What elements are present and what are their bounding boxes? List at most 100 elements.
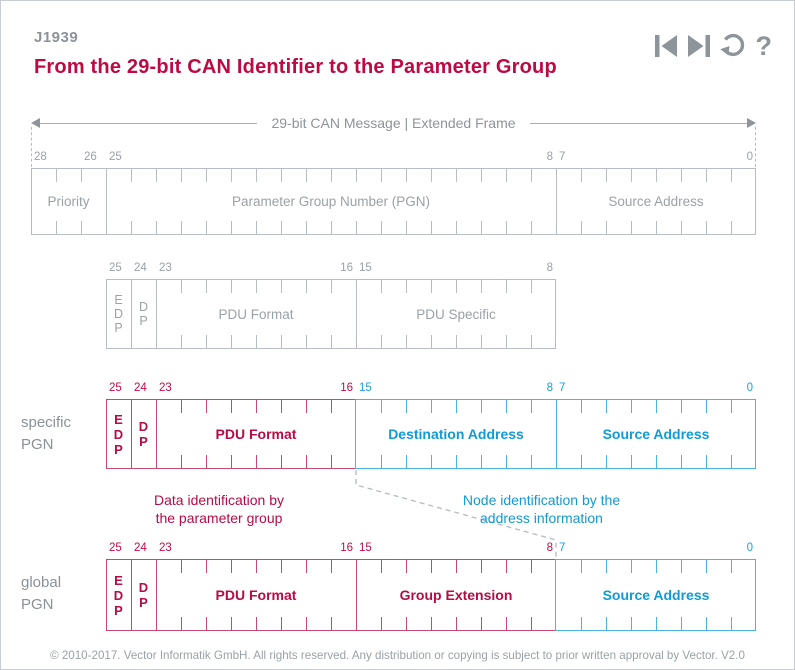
bit-tick [456, 617, 457, 630]
section-divider [131, 560, 132, 630]
section-source-address: Source Address [602, 426, 710, 442]
section-edp: E D P [113, 411, 124, 457]
bit-tick [406, 221, 407, 234]
skip-back-icon[interactable] [654, 34, 678, 57]
row-box-gray [106, 279, 556, 349]
bit-tick [331, 335, 332, 348]
bit-tick [206, 617, 207, 630]
bit-tick [156, 221, 157, 234]
bit-tick [281, 617, 282, 630]
section-dp: D P [138, 300, 149, 328]
bit-tick [456, 335, 457, 348]
bit-label-8: 8 [546, 382, 553, 394]
bit-tick [206, 560, 207, 573]
bit-tick [256, 400, 257, 413]
bit-tick [431, 400, 432, 413]
section-divider [356, 560, 357, 630]
bit-tick [681, 455, 682, 468]
skip-forward-icon[interactable] [687, 34, 711, 57]
bit-width-arrow: 29-bit CAN Message | Extended Frame [31, 113, 757, 133]
bit-label-25: 25 [109, 542, 122, 554]
bit-tick [231, 335, 232, 348]
section-parameter-group-number-pgn: Parameter Group Number (PGN) [231, 194, 431, 209]
section-divider [556, 169, 557, 234]
bit-label-8: 8 [546, 151, 553, 163]
bit-tick [181, 400, 182, 413]
bit-label-23: 23 [159, 262, 172, 274]
bit-tick [706, 455, 707, 468]
bit-label-26: 26 [84, 151, 97, 163]
bit-label-7: 7 [559, 542, 566, 554]
section-divider [356, 280, 357, 348]
bit-label-16: 16 [340, 382, 353, 394]
bit-tick [281, 221, 282, 234]
section-divider [556, 400, 557, 468]
bit-tick [306, 280, 307, 293]
bit-tick [631, 400, 632, 413]
bit-tick [706, 221, 707, 234]
bit-tick [231, 280, 232, 293]
bit-tick [731, 617, 732, 630]
bit-tick [431, 335, 432, 348]
bit-tick [381, 560, 382, 573]
bit-tick [231, 400, 232, 413]
bit-tick [406, 335, 407, 348]
section-edp: E D P [113, 572, 124, 618]
bit-tick [406, 560, 407, 573]
bit-label-15: 15 [359, 262, 372, 274]
section-source-address: Source Address [608, 194, 704, 209]
section-dp: D P [138, 580, 149, 610]
bit-tick [531, 280, 532, 293]
section-divider [156, 560, 157, 630]
bit-tick [731, 221, 732, 234]
bit-tick [281, 335, 282, 348]
bit-tick [181, 280, 182, 293]
bit-tick [256, 335, 257, 348]
bit-tick [56, 169, 57, 182]
bit-label-15: 15 [359, 542, 372, 554]
bit-tick [431, 221, 432, 234]
reload-icon[interactable] [719, 32, 747, 59]
bit-tick [381, 400, 382, 413]
bit-tick [156, 169, 157, 182]
bit-tick [406, 455, 407, 468]
bit-tick [181, 617, 182, 630]
bit-tick [131, 169, 132, 182]
bit-tick [531, 221, 532, 234]
bit-tick [481, 560, 482, 573]
bit-tick [206, 221, 207, 234]
bit-tick [81, 169, 82, 182]
bit-label-16: 16 [340, 542, 353, 554]
bit-tick [731, 455, 732, 468]
bit-tick [381, 280, 382, 293]
bit-tick [181, 169, 182, 182]
bit-tick [381, 617, 382, 630]
bit-tick [481, 400, 482, 413]
row-side-label-specific-pgn: specific PGN [21, 414, 72, 453]
bit-tick [656, 400, 657, 413]
frame-edge-dashed-left [31, 127, 32, 167]
bit-tick [306, 455, 307, 468]
bit-tick [306, 221, 307, 234]
bit-tick [506, 617, 507, 630]
bit-tick [531, 335, 532, 348]
bit-tick [281, 455, 282, 468]
bit-tick [281, 560, 282, 573]
row-box-gray [31, 168, 756, 235]
bit-label-0: 0 [746, 382, 753, 394]
bit-tick [456, 400, 457, 413]
bit-tick [656, 455, 657, 468]
help-icon[interactable]: ? [755, 30, 773, 61]
bit-tick [606, 400, 607, 413]
bit-tick [581, 560, 582, 573]
bit-tick [656, 560, 657, 573]
bit-tick [206, 400, 207, 413]
bit-tick [581, 400, 582, 413]
bit-tick [531, 560, 532, 573]
bit-tick [331, 221, 332, 234]
bit-tick [231, 455, 232, 468]
copyright-footer: © 2010-2017. Vector Informatik GmbH. All… [50, 649, 745, 662]
bit-label-23: 23 [159, 382, 172, 394]
bit-tick [656, 617, 657, 630]
section-divider [131, 280, 132, 348]
